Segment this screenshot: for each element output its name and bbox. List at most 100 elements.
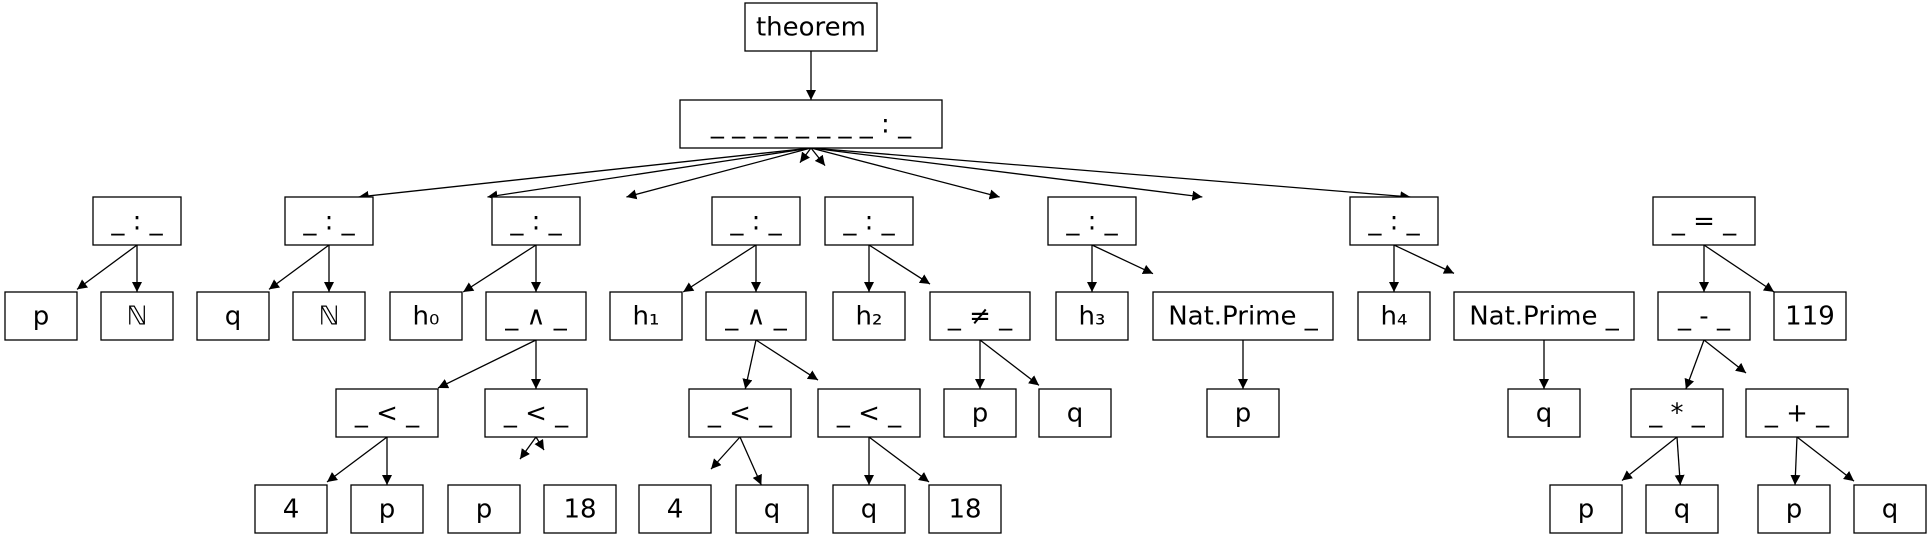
node-box [1038, 388, 1112, 438]
edge-n34-n45 [1674, 436, 1685, 486]
node-label: ℕ [319, 302, 340, 332]
tree-node-n32: p [1206, 388, 1280, 438]
node-label: _ < _ [354, 399, 420, 429]
node-box [1652, 196, 1756, 246]
node-label: p [1786, 495, 1803, 525]
node-box [4, 291, 78, 341]
tree-edge [868, 436, 930, 483]
node-label: q [225, 302, 242, 332]
edge-n27-n39 [534, 436, 545, 451]
node-box [832, 291, 906, 341]
tree-node-n26: _ < _ [335, 388, 439, 438]
node-box [350, 484, 424, 534]
tree-node-n30: p [943, 388, 1017, 438]
node-box [638, 484, 712, 534]
node-label: p [379, 495, 396, 525]
tree-edge [437, 339, 537, 389]
tree-edge [1703, 339, 1747, 374]
edge-n1-n8 [810, 147, 1203, 201]
tree-node-n13: ℕ [292, 291, 366, 341]
tree-node-n36: 4 [254, 484, 328, 534]
node-label: theorem [756, 13, 866, 43]
node-box [943, 388, 1017, 438]
tree-node-n46: p [1757, 484, 1831, 534]
node-box [1357, 291, 1431, 341]
node-label: h₂ [856, 302, 883, 332]
tree-node-n47: q [1853, 484, 1927, 534]
tree-node-n38: p [447, 484, 521, 534]
node-label: p [33, 302, 50, 332]
tree-edge [487, 147, 812, 201]
node-box [711, 196, 801, 246]
node-label: p [1235, 399, 1252, 429]
node-box [292, 291, 366, 341]
tree-node-n15: _ ∧ _ [485, 291, 587, 341]
node-box [817, 388, 921, 438]
tree-node-n34: _ * _ [1630, 388, 1724, 438]
edge-n1-n3 [487, 147, 812, 201]
node-label: h₃ [1079, 302, 1106, 332]
tree-node-n41: q [735, 484, 809, 534]
edge-n26-n36 [326, 436, 388, 483]
node-label: _ ∧ _ [504, 302, 568, 332]
node-box [1152, 291, 1334, 341]
tree-edge [710, 436, 741, 470]
edge-n28-n40 [710, 436, 741, 470]
tree-edge [1674, 436, 1685, 486]
tree-edge [868, 244, 931, 285]
node-label: q [861, 495, 878, 525]
node-label: 18 [563, 495, 596, 525]
node-box [1853, 484, 1927, 534]
node-box [688, 388, 792, 438]
node-label: p [476, 495, 493, 525]
edge-n27-n38 [519, 436, 537, 460]
node-label: _ = _ [1671, 207, 1737, 237]
node-box [484, 388, 588, 438]
node-box [284, 196, 374, 246]
tree-node-n24: _ - _ [1657, 291, 1751, 341]
tree-node-n28: _ < _ [688, 388, 792, 438]
node-label: _ * _ [1648, 399, 1706, 429]
tree-node-n33: q [1507, 388, 1581, 438]
node-box [254, 484, 328, 534]
node-box [335, 388, 439, 438]
tree-edge [742, 339, 757, 390]
edge-n35-n46 [1790, 436, 1801, 486]
node-box [1047, 196, 1137, 246]
node-box [1349, 196, 1439, 246]
tree-node-n42: q [832, 484, 906, 534]
node-box [491, 196, 581, 246]
tree-node-n10: p [4, 291, 78, 341]
tree-node-n8: _ : _ [1349, 196, 1439, 246]
node-label: q [1674, 495, 1691, 525]
tree-node-n27: _ < _ [484, 388, 588, 438]
tree-edges [76, 51, 1855, 486]
node-box [1055, 291, 1129, 341]
node-label: _ : _ [842, 207, 895, 237]
tree-node-n37: p [350, 484, 424, 534]
node-label: q [1067, 399, 1084, 429]
edge-n3-n12 [268, 244, 330, 290]
tree-node-n11: ℕ [100, 291, 174, 341]
node-box [196, 291, 270, 341]
edge-n17-n29 [755, 339, 819, 381]
tree-edge [534, 436, 545, 451]
node-box [832, 484, 906, 534]
tree-edge [799, 147, 812, 163]
tree-node-n14: h₀ [389, 291, 463, 341]
node-label: _ + _ [1764, 399, 1830, 429]
node-box [1206, 388, 1280, 438]
node-box [1745, 388, 1849, 438]
tree-edge [979, 339, 1040, 386]
node-box [929, 291, 1031, 341]
node-label: p [1578, 495, 1595, 525]
node-label: 4 [283, 495, 300, 525]
node-label: _ < _ [503, 399, 569, 429]
tree-node-n44: p [1549, 484, 1623, 534]
node-box [543, 484, 617, 534]
edge-n28-n41 [739, 436, 762, 486]
tree-edge [1393, 244, 1455, 274]
tree-edge [1703, 244, 1775, 293]
tree-nodes: theorem_ _ _ _ _ _ _ _ : __ : __ : __ : … [4, 2, 1927, 534]
